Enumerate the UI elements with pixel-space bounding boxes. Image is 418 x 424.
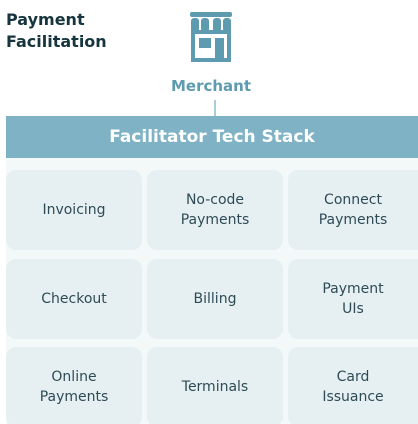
diagram-title: Payment Facilitation — [6, 10, 107, 51]
merchant-label: Merchant — [170, 77, 252, 95]
stack-item-no-code-payments: No-code Payments — [147, 170, 283, 250]
connector-line — [214, 100, 216, 116]
stack-item-terminals: Terminals — [147, 347, 283, 424]
storefront-icon — [190, 12, 232, 62]
stack-item-connect-payments: Connect Payments — [288, 170, 418, 250]
stack-item-invoicing: Invoicing — [6, 170, 142, 250]
stack-item-checkout: Checkout — [6, 259, 142, 339]
tech-stack-header: Facilitator Tech Stack — [6, 116, 418, 158]
stack-item-online-payments: Online Payments — [6, 347, 142, 424]
stack-item-payment-uis: Payment UIs — [288, 259, 418, 339]
stack-item-card-issuance: Card Issuance — [288, 347, 418, 424]
stack-item-billing: Billing — [147, 259, 283, 339]
